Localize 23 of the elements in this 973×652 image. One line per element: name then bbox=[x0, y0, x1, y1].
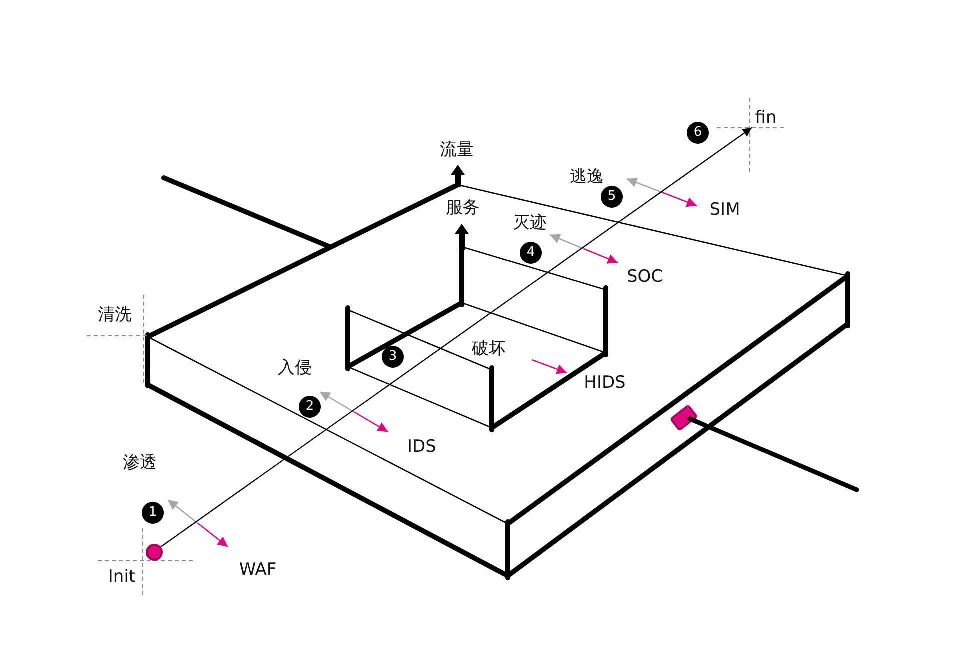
stage-label: 灭迹 bbox=[513, 213, 547, 233]
stage-label: 渗透 bbox=[123, 453, 157, 473]
end-label: fin bbox=[752, 107, 780, 129]
node-caption: Init bbox=[108, 567, 136, 587]
callout-number: 2 bbox=[299, 396, 321, 418]
path-arrow bbox=[160, 127, 752, 548]
system-label: SOC bbox=[626, 267, 664, 287]
stage-label: 入侵 bbox=[278, 358, 312, 378]
stage-label: 破坏 bbox=[472, 339, 506, 359]
callout-number: 6 bbox=[687, 122, 709, 144]
callout-number: 5 bbox=[601, 186, 623, 208]
text-label: 服务 bbox=[446, 198, 480, 218]
system-label: HIDS bbox=[584, 373, 626, 393]
system-label: IDS bbox=[408, 437, 436, 457]
callout-number: 1 bbox=[142, 502, 164, 524]
text-label: 清洗 bbox=[98, 305, 132, 325]
system-label: WAF bbox=[239, 560, 277, 580]
stage-label: 逃逸 bbox=[570, 167, 604, 187]
system-label: SIM bbox=[710, 200, 740, 220]
callout-number: 4 bbox=[520, 242, 542, 264]
callout-number: 3 bbox=[382, 346, 404, 368]
text-label: 流量 bbox=[440, 140, 474, 160]
start-dot-icon bbox=[146, 544, 162, 560]
